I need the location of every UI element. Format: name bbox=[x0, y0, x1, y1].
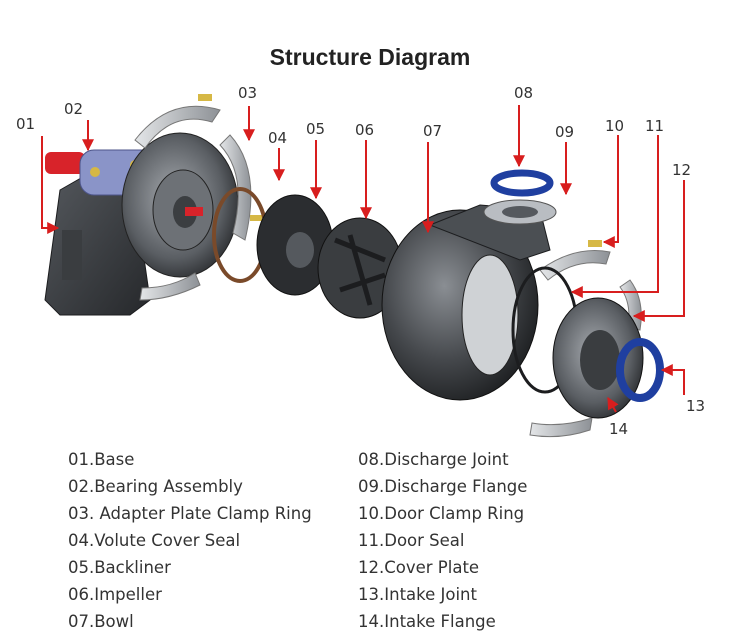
legend-item: 09.Discharge Flange bbox=[358, 477, 528, 496]
legend-item: 03. Adapter Plate Clamp Ring bbox=[68, 504, 312, 523]
arrow-01 bbox=[41, 136, 60, 234]
arrow-14 bbox=[607, 396, 619, 413]
legend-item: 06.Impeller bbox=[68, 585, 162, 604]
callout-06: 06 bbox=[355, 121, 374, 139]
callout-10: 10 bbox=[605, 117, 624, 135]
impeller-part bbox=[317, 217, 403, 319]
arrow-12 bbox=[632, 180, 685, 322]
discharge-joint-part bbox=[490, 169, 554, 197]
callout-09: 09 bbox=[555, 123, 574, 141]
legend-item: 13.Intake Joint bbox=[358, 585, 477, 604]
legend-item: 11.Door Seal bbox=[358, 531, 465, 550]
arrow-13 bbox=[660, 364, 685, 395]
callout-05: 05 bbox=[306, 120, 325, 138]
legend-item: 08.Discharge Joint bbox=[358, 450, 509, 469]
legend-left-column: 01.Base 02.Bearing Assembly 03. Adapter … bbox=[68, 446, 312, 635]
legend-right-column: 08.Discharge Joint 09.Discharge Flange 1… bbox=[358, 446, 527, 635]
callout-07: 07 bbox=[423, 122, 442, 140]
backliner-part bbox=[256, 194, 334, 296]
callout-11: 11 bbox=[645, 117, 664, 135]
pump-exploded-diagram: 01 02 03 04 05 06 07 08 09 10 11 12 13 1… bbox=[16, 84, 705, 438]
legend-item: 14.Intake Flange bbox=[358, 612, 496, 631]
legend-item: 04.Volute Cover Seal bbox=[68, 531, 241, 550]
callout-03: 03 bbox=[238, 84, 257, 102]
callout-arrows bbox=[41, 105, 685, 413]
legend-item: 05.Backliner bbox=[68, 558, 171, 577]
legend-item: 02.Bearing Assembly bbox=[68, 477, 243, 496]
callout-12: 12 bbox=[672, 161, 691, 179]
intake-joint-part bbox=[616, 338, 664, 402]
callout-08: 08 bbox=[514, 84, 533, 102]
legend-item: 10.Door Clamp Ring bbox=[358, 504, 525, 523]
cover-plate-part bbox=[552, 297, 644, 419]
legend-item: 12.Cover Plate bbox=[358, 558, 480, 577]
discharge-flange-part bbox=[483, 199, 557, 225]
arrow-10 bbox=[602, 135, 619, 248]
callout-14: 14 bbox=[609, 420, 628, 438]
bowl-part bbox=[381, 204, 551, 401]
callout-01: 01 bbox=[16, 115, 35, 133]
diagram-title: Structure Diagram bbox=[269, 44, 471, 70]
legend-item: 01.Base bbox=[68, 450, 135, 469]
callout-02: 02 bbox=[64, 100, 83, 118]
arrow-11 bbox=[570, 135, 659, 298]
adapter-plate-clamp-ring-part bbox=[134, 94, 262, 301]
callout-04: 04 bbox=[268, 129, 287, 147]
callout-13: 13 bbox=[686, 397, 705, 415]
legend-item: 07.Bowl bbox=[68, 612, 134, 631]
